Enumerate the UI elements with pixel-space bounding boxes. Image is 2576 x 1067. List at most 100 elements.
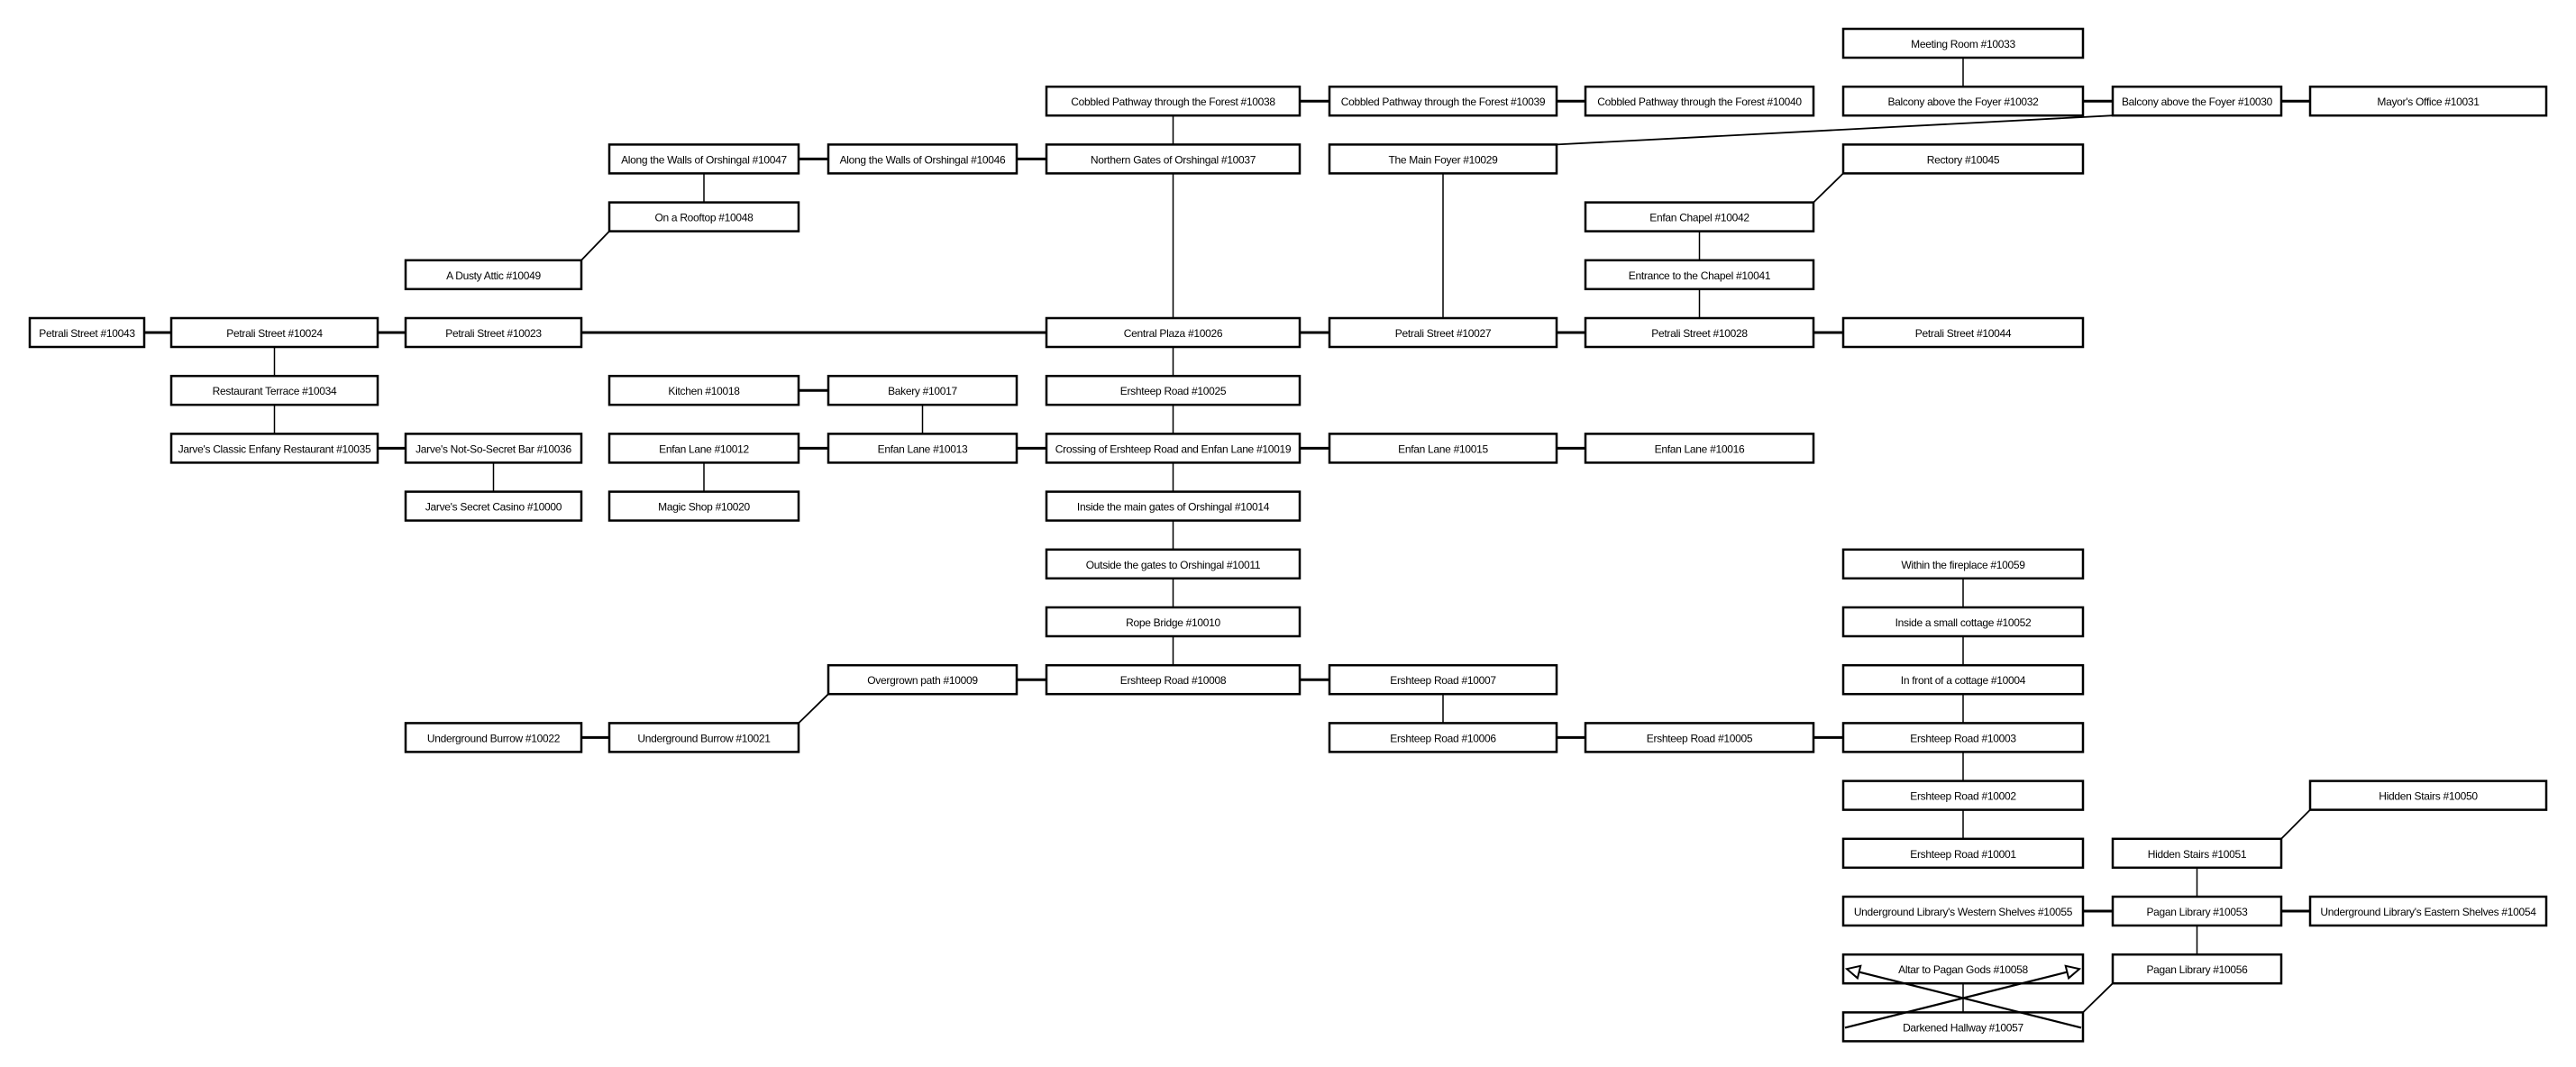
room-box (1045, 433, 1302, 464)
room-node-10044[interactable]: Petrali Street #10044 (1841, 316, 2085, 349)
room-node-10055[interactable]: Underground Library's Western Shelves #1… (1841, 895, 2085, 927)
room-node-10050[interactable]: Hidden Stairs #10050 (2308, 780, 2548, 811)
room-node-10026[interactable]: Central Plaza #10026 (1045, 316, 1302, 349)
connection-line (2280, 808, 2311, 840)
room-node-10049[interactable]: A Dusty Attic #10049 (404, 259, 583, 291)
room-node-10030[interactable]: Balcony above the Foyer #10030 (2111, 85, 2283, 117)
room-label: Enfan Chapel #10042 (1649, 212, 1749, 224)
room-node-10010[interactable]: Rope Bridge #10010 (1045, 606, 1302, 638)
room-node-10056[interactable]: Pagan Library #10056 (2111, 953, 2283, 985)
connection-line (1813, 172, 1844, 204)
room-box (607, 433, 800, 464)
room-node-10038[interactable]: Cobbled Pathway through the Forest #1003… (1045, 85, 1302, 117)
room-node-10036[interactable]: Jarve's Not-So-Secret Bar #10036 (404, 433, 583, 464)
room-label: The Main Foyer #10029 (1388, 153, 1498, 166)
room-node-10035[interactable]: Jarve's Classic Enfany Restaurant #10035 (169, 433, 379, 464)
room-box (607, 374, 800, 406)
room-box (1841, 780, 2085, 811)
room-node-10018[interactable]: Kitchen #10018 (607, 374, 800, 406)
room-label: Ershteep Road #10006 (1390, 732, 1496, 744)
room-label: Hidden Stairs #10050 (2379, 790, 2478, 803)
room-node-10025[interactable]: Ershteep Road #10025 (1045, 374, 1302, 406)
room-node-10013[interactable]: Enfan Lane #10013 (827, 433, 1019, 464)
room-node-10020[interactable]: Magic Shop #10020 (607, 490, 800, 522)
room-node-10042[interactable]: Enfan Chapel #10042 (1584, 201, 1815, 233)
room-node-10037[interactable]: Northern Gates of Orshingal #10037 (1045, 143, 1302, 175)
room-node-10022[interactable]: Underground Burrow #10022 (404, 722, 583, 753)
connection-line (798, 693, 829, 725)
room-node-10034[interactable]: Restaurant Terrace #10034 (169, 374, 379, 406)
room-box (169, 316, 379, 349)
room-node-10011[interactable]: Outside the gates to Orshingal #10011 (1045, 548, 1302, 580)
room-node-10000[interactable]: Jarve's Secret Casino #10000 (404, 490, 583, 522)
room-label: Enfan Lane #10013 (878, 442, 968, 455)
room-label: Northern Gates of Orshingal #10037 (1091, 153, 1256, 166)
room-box (1584, 201, 1815, 233)
room-node-10039[interactable]: Cobbled Pathway through the Forest #1003… (1328, 85, 1558, 117)
room-node-10014[interactable]: Inside the main gates of Orshingal #1001… (1045, 490, 1302, 522)
room-label: Rope Bridge #10010 (1126, 616, 1220, 629)
room-node-10005[interactable]: Ershteep Road #10005 (1584, 722, 1815, 753)
room-node-10048[interactable]: On a Rooftop #10048 (607, 201, 800, 233)
room-node-10051[interactable]: Hidden Stairs #10051 (2111, 837, 2283, 870)
room-node-10047[interactable]: Along the Walls of Orshingal #10047 (607, 143, 800, 175)
room-node-10053[interactable]: Pagan Library #10053 (2111, 895, 2283, 927)
room-label: Enfan Lane #10015 (1398, 442, 1488, 455)
room-label: Petrali Street #10044 (1915, 327, 2012, 340)
room-node-10059[interactable]: Within the fireplace #10059 (1841, 548, 2085, 580)
room-node-10004[interactable]: In front of a cottage #10004 (1841, 663, 2085, 696)
room-node-10001[interactable]: Ershteep Road #10001 (1841, 837, 2085, 870)
room-node-10046[interactable]: Along the Walls of Orshingal #10046 (827, 143, 1019, 175)
room-box (1584, 259, 1815, 291)
room-node-10016[interactable]: Enfan Lane #10016 (1584, 433, 1815, 464)
room-node-10009[interactable]: Overgrown path #10009 (827, 663, 1019, 696)
room-node-10052[interactable]: Inside a small cottage #10052 (1841, 606, 2085, 638)
room-box (1584, 722, 1815, 753)
room-label: Petrali Street #10028 (1651, 327, 1748, 340)
room-box (1584, 316, 1815, 349)
room-label: Enfan Lane #10012 (659, 442, 749, 455)
room-label: Within the fireplace #10059 (1901, 559, 2025, 571)
room-label: Inside the main gates of Orshingal #1001… (1077, 501, 1270, 514)
room-node-10029[interactable]: The Main Foyer #10029 (1328, 143, 1558, 175)
room-node-10017[interactable]: Bakery #10017 (827, 374, 1019, 406)
arrowhead-icon (1844, 964, 1862, 980)
room-label: Inside a small cottage #10052 (1895, 616, 2032, 629)
room-box (2308, 85, 2548, 117)
room-node-10058[interactable]: Altar to Pagan Gods #10058 (1841, 953, 2085, 985)
room-node-10054[interactable]: Underground Library's Eastern Shelves #1… (2308, 895, 2548, 927)
room-node-10031[interactable]: Mayor's Office #10031 (2308, 85, 2548, 117)
room-node-10023[interactable]: Petrali Street #10023 (404, 316, 583, 349)
room-box (827, 374, 1019, 406)
room-node-10002[interactable]: Ershteep Road #10002 (1841, 780, 2085, 811)
room-node-10003[interactable]: Ershteep Road #10003 (1841, 722, 2085, 753)
room-node-10008[interactable]: Ershteep Road #10008 (1045, 663, 1302, 696)
room-node-10033[interactable]: Meeting Room #10033 (1841, 27, 2085, 59)
room-node-10019[interactable]: Crossing of Ershteep Road and Enfan Lane… (1045, 433, 1302, 464)
room-node-10021[interactable]: Underground Burrow #10021 (607, 722, 800, 753)
room-box (2111, 837, 2283, 870)
room-node-10015[interactable]: Enfan Lane #10015 (1328, 433, 1558, 464)
room-box (1045, 143, 1302, 175)
room-label: Entrance to the Chapel #10041 (1629, 269, 1771, 282)
room-node-10012[interactable]: Enfan Lane #10012 (607, 433, 800, 464)
room-node-10028[interactable]: Petrali Street #10028 (1584, 316, 1815, 349)
room-box (1841, 316, 2085, 349)
room-box (1045, 548, 1302, 580)
room-node-10006[interactable]: Ershteep Road #10006 (1328, 722, 1558, 753)
room-box (607, 722, 800, 753)
room-label: Jarve's Secret Casino #10000 (425, 501, 562, 514)
room-node-10007[interactable]: Ershteep Road #10007 (1328, 663, 1558, 696)
room-node-10043[interactable]: Petrali Street #10043 (28, 316, 146, 349)
room-label: Central Plaza #10026 (1124, 327, 1223, 340)
room-node-10057[interactable]: Darkened Hallway #10057 (1841, 1011, 2085, 1043)
room-node-10032[interactable]: Balcony above the Foyer #10032 (1841, 85, 2085, 117)
room-label: Ershteep Road #10007 (1390, 674, 1496, 687)
room-node-10045[interactable]: Rectory #10045 (1841, 143, 2085, 175)
room-label: Darkened Hallway #10057 (1903, 1021, 2023, 1034)
room-node-10040[interactable]: Cobbled Pathway through the Forest #1004… (1584, 85, 1815, 117)
room-node-10027[interactable]: Petrali Street #10027 (1328, 316, 1558, 349)
room-label: Ershteep Road #10008 (1120, 674, 1227, 687)
room-node-10024[interactable]: Petrali Street #10024 (169, 316, 379, 349)
room-node-10041[interactable]: Entrance to the Chapel #10041 (1584, 259, 1815, 291)
